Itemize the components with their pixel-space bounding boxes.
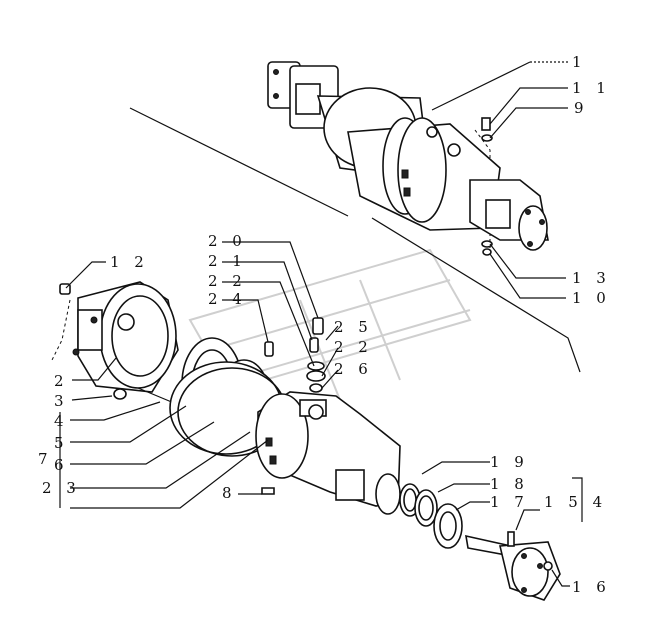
callout-20: 2 0 — [208, 232, 247, 250]
callout-26: 2 6 — [334, 360, 373, 378]
axle-housing-assembly — [267, 61, 549, 256]
callout-21: 2 1 — [208, 252, 247, 270]
callout-16: 1 6 — [572, 578, 611, 596]
callout-12: 1 2 — [110, 253, 149, 271]
callout-6: 6 — [54, 456, 69, 474]
callout-11: 1 1 — [572, 79, 611, 97]
small-fittings — [264, 317, 326, 393]
callout-18: 1 8 — [490, 475, 529, 493]
callout-7: 7 — [38, 450, 53, 468]
shaft-and-seals — [399, 483, 561, 601]
callout-8: 8 — [222, 484, 237, 502]
callout-4: 4 — [54, 412, 69, 430]
callout-25: 2 5 — [334, 318, 373, 336]
callout-24: 2 4 — [208, 290, 247, 308]
callout-22-right: 2 2 — [334, 338, 373, 356]
leader-lines — [59, 61, 583, 587]
callout-23: 2 3 — [42, 479, 81, 497]
callout-22-left: 2 2 — [208, 272, 247, 290]
brake-housing — [51, 281, 187, 409]
callout-9: 9 — [574, 99, 589, 117]
end-housing — [255, 391, 401, 515]
callout-2: 2 — [54, 372, 69, 390]
callout-13: 1 3 — [572, 269, 611, 287]
callout-17: 1 7 — [490, 493, 529, 511]
callout-10: 1 0 — [572, 289, 611, 307]
callout-3: 3 — [54, 392, 69, 410]
callout-1: 1 — [572, 53, 587, 71]
callout-154: 1 5 4 — [544, 493, 607, 511]
callout-labels: 1 1 1 9 1 3 1 0 1 2 2 0 2 1 2 2 2 4 2 5 … — [38, 53, 611, 596]
callout-19: 1 9 — [490, 453, 529, 471]
callout-5: 5 — [54, 434, 69, 452]
